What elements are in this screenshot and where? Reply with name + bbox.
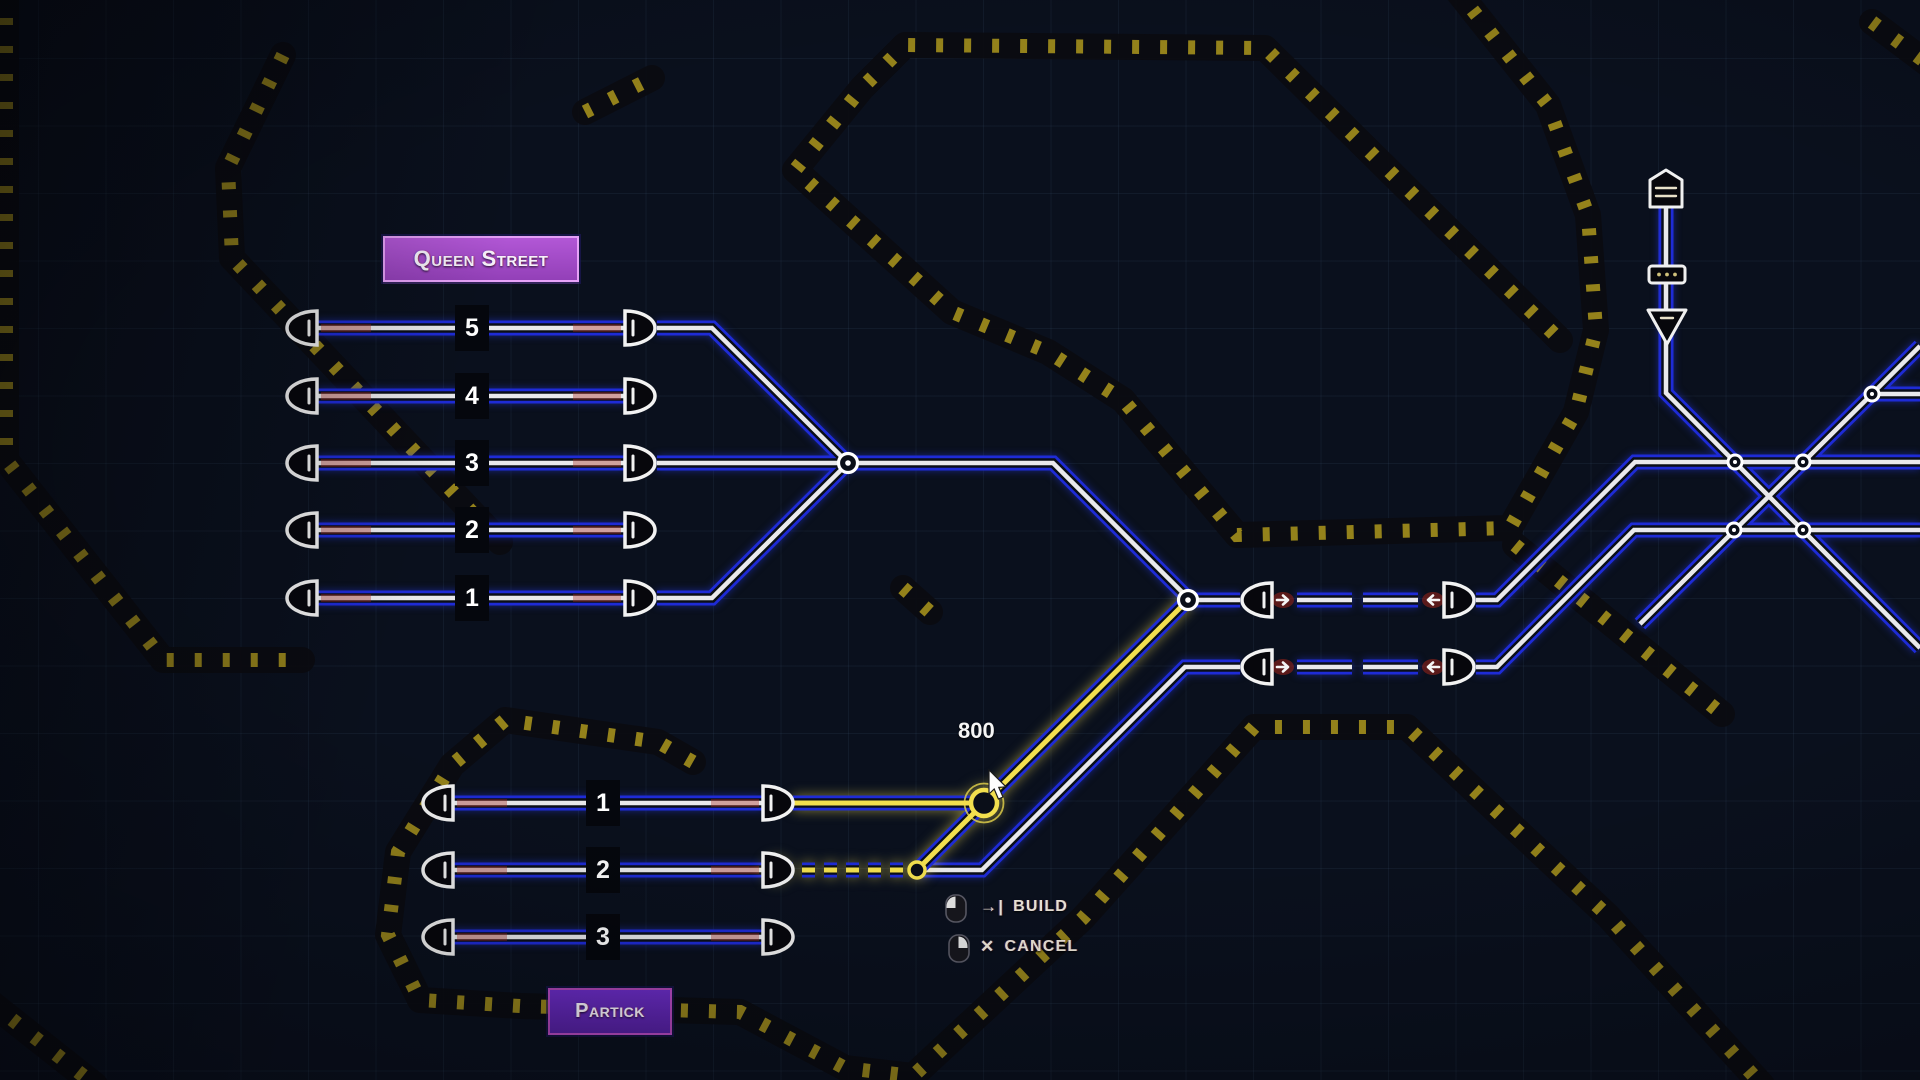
cancel-glyph: ✕	[980, 937, 996, 956]
platform-number: 4	[455, 373, 489, 419]
platform-number: 2	[586, 847, 620, 893]
junction-nodes[interactable]	[836, 385, 1881, 612]
station-label-queen-street[interactable]: Queen Street	[383, 236, 579, 282]
station-label-partick[interactable]: Partick	[548, 988, 672, 1035]
right-click-icon	[948, 934, 970, 963]
build-node-small[interactable]	[907, 860, 927, 880]
platform-number: 5	[455, 305, 489, 351]
platform-number: 3	[455, 440, 489, 486]
cancel-action[interactable]: ✕ CANCEL	[980, 933, 1078, 961]
build-node-large[interactable]	[968, 787, 1000, 819]
platform-number: 2	[455, 507, 489, 553]
build-action[interactable]: →| BUILD	[980, 893, 1068, 921]
cancel-label: CANCEL	[1004, 938, 1079, 955]
platform-number: 1	[455, 575, 489, 621]
platform-number: 1	[586, 780, 620, 826]
signal-triangle-icon	[1646, 308, 1688, 346]
build-cost: 800	[958, 718, 995, 743]
build-glyph: →|	[980, 897, 1005, 916]
build-label: BUILD	[1013, 898, 1069, 915]
left-click-icon	[945, 894, 967, 923]
platform-number: 3	[586, 914, 620, 960]
